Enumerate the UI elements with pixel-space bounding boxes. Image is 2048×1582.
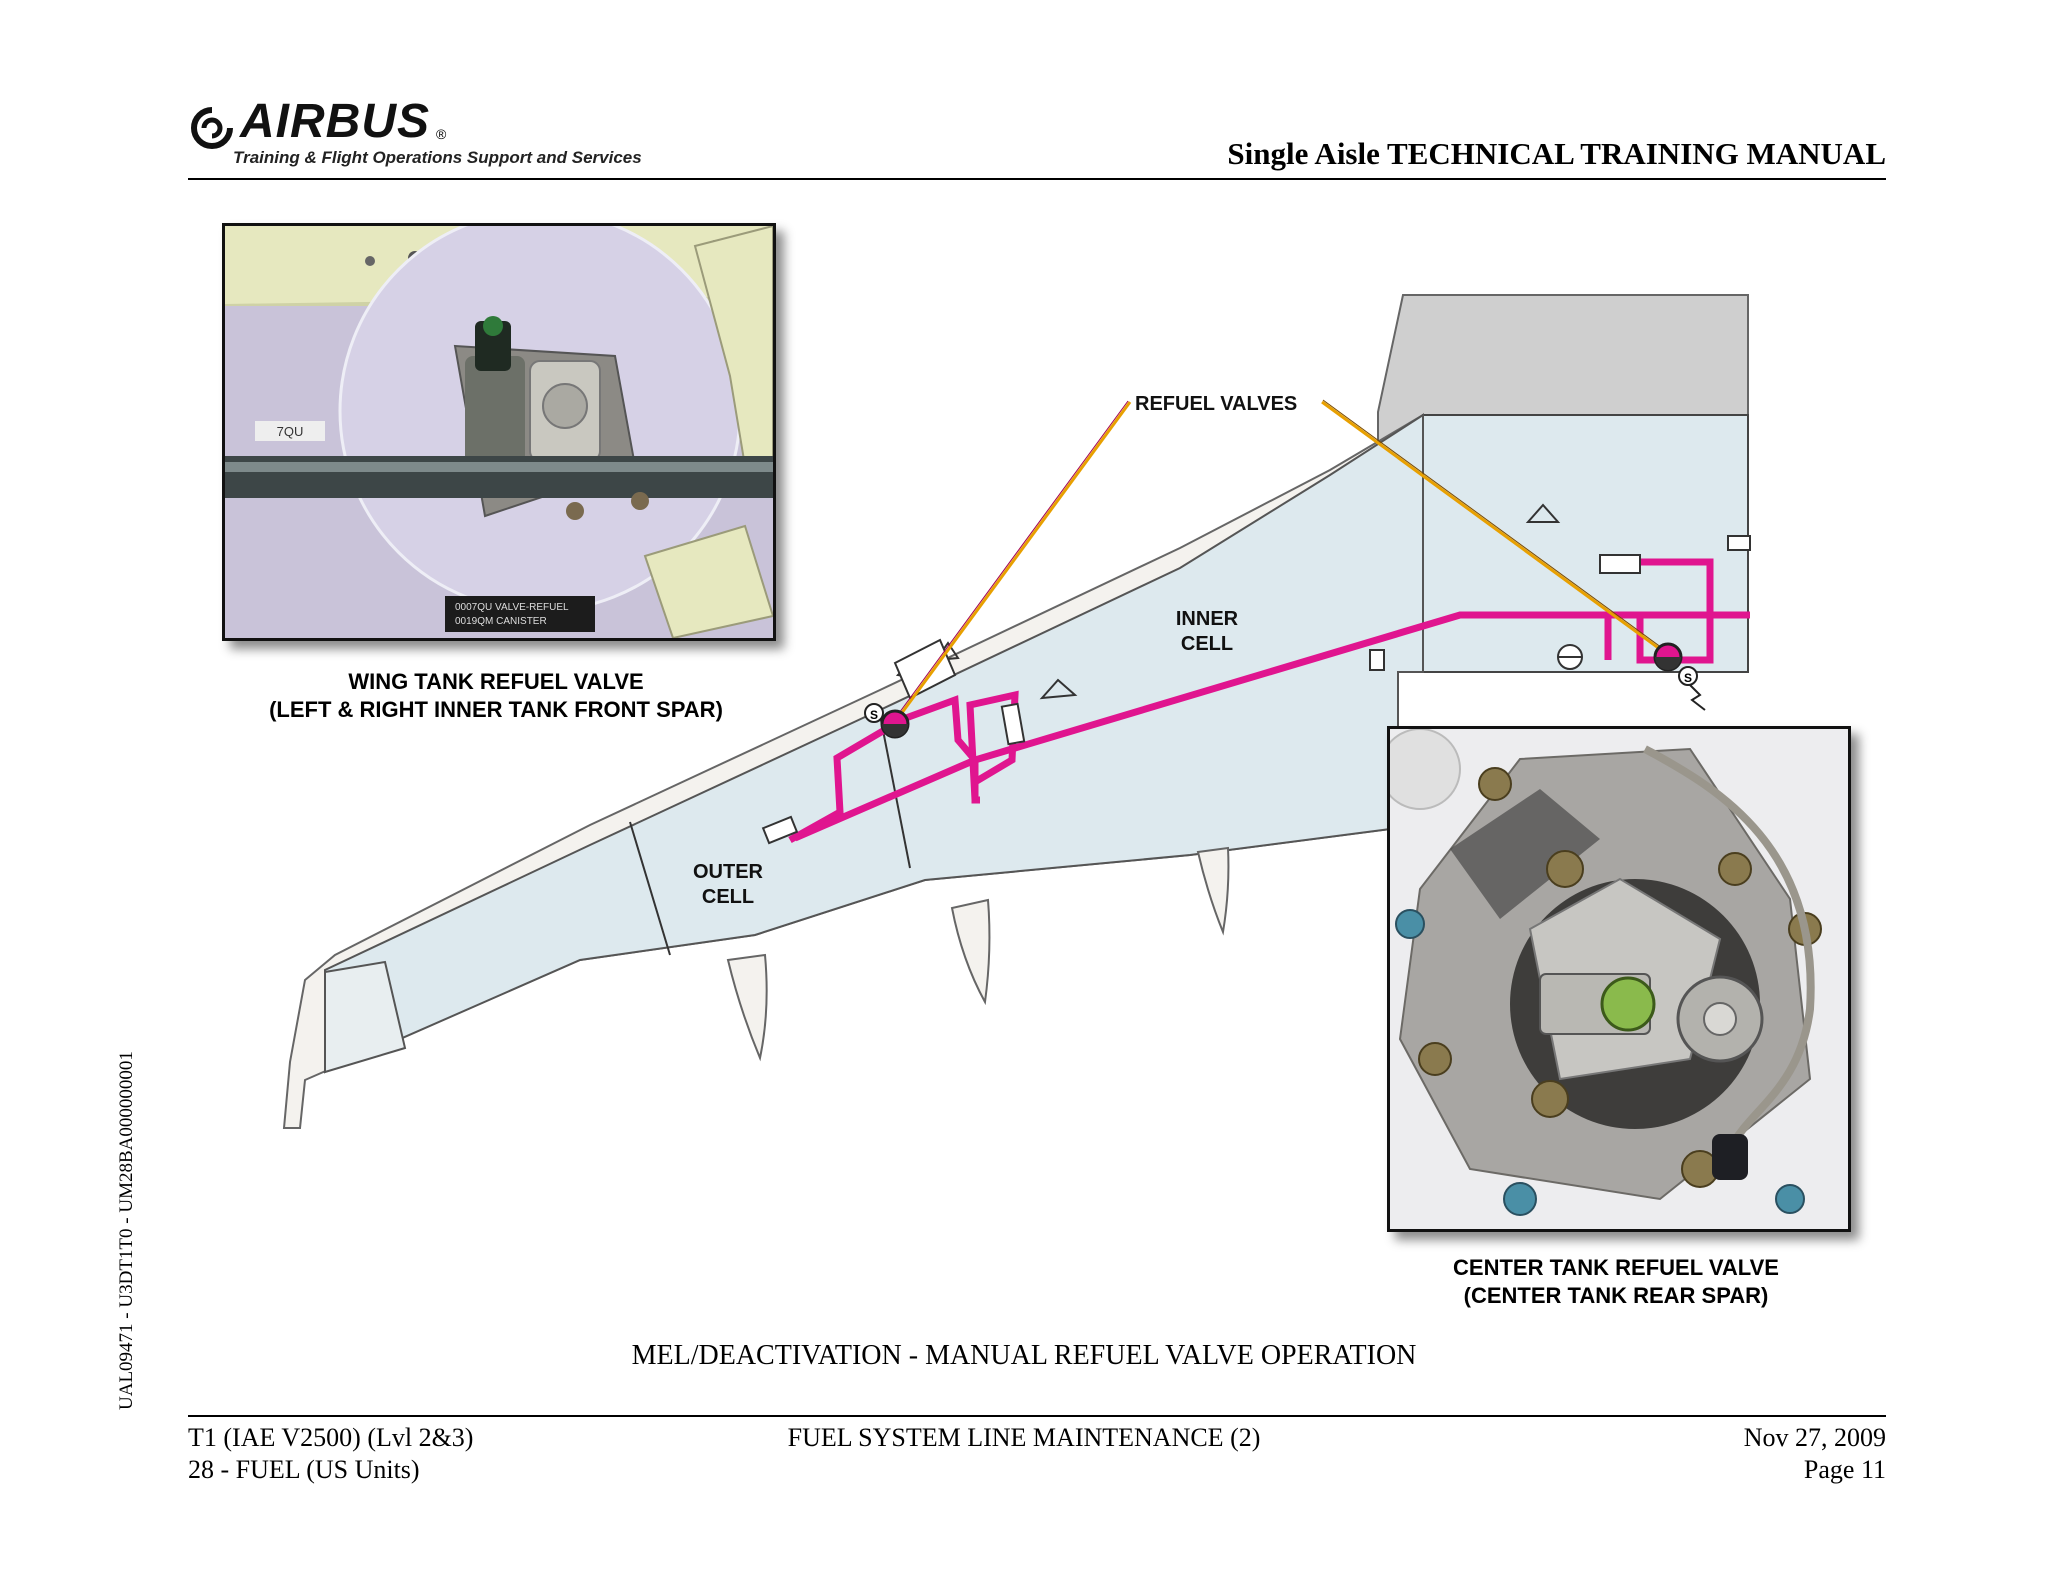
rib-line-outer xyxy=(629,821,671,956)
electrical-lead-center xyxy=(1689,684,1706,711)
outer-cell-label-2: CELL xyxy=(702,886,754,908)
wing-photo-placard-line1: 0007QU VALVE-REFUEL xyxy=(455,602,569,613)
solenoid-label-center: S xyxy=(1684,671,1692,685)
flap-fairing-2 xyxy=(950,898,991,1006)
wing-valve-photo-image: 7QU 0007QU VALVE-REFUEL 0019QM CANISTER xyxy=(225,226,773,638)
solenoid-label-wing: S xyxy=(870,708,878,722)
airbus-swirl-icon xyxy=(191,107,233,149)
logo-wordmark: AIRBUS xyxy=(240,95,431,148)
figure-caption: MEL/DEACTIVATION - MANUAL REFUEL VALVE O… xyxy=(631,1340,1417,1371)
solenoid-marker-center xyxy=(1678,666,1698,686)
inner-cell-label-2: CELL xyxy=(1181,633,1233,655)
wing-tank-valve-photo: 7QU 0007QU VALVE-REFUEL 0019QM CANISTER xyxy=(222,223,776,641)
footer-rule xyxy=(188,1415,1886,1417)
vent-triangle-1 xyxy=(1525,503,1561,523)
center-valve-caption: CENTER TANK REFUEL VALVE (CENTER TANK RE… xyxy=(1387,1254,1845,1310)
wing-tip-area xyxy=(324,960,407,1074)
center-tank-valve-photo xyxy=(1387,726,1851,1232)
component-outer xyxy=(761,815,799,845)
flap-fairing-3 xyxy=(1196,846,1230,936)
logo-tagline: Training & Flight Operations Support and… xyxy=(233,148,642,167)
wing-photo-placard-line2: 0019QM CANISTER xyxy=(455,616,547,627)
wing-photo-placard-small: 7QU xyxy=(277,424,304,439)
center-valve-caption-line1: CENTER TANK REFUEL VALVE xyxy=(1453,1255,1779,1280)
footer-right: Nov 27, 2009 Page 11 xyxy=(1744,1422,1886,1486)
footer-left: T1 (IAE V2500) (Lvl 2&3) 28 - FUEL (US U… xyxy=(188,1422,473,1486)
footer-section-title: FUEL SYSTEM LINE MAINTENANCE (2) xyxy=(787,1423,1261,1452)
wing-valve-caption-line2: (LEFT & RIGHT INNER TANK FRONT SPAR) xyxy=(269,697,723,722)
footer-chapter: 28 - FUEL (US Units) xyxy=(188,1455,420,1484)
leader-line-center xyxy=(1321,400,1669,657)
footer-date: Nov 27, 2009 xyxy=(1743,1423,1886,1452)
footer-page-number: Page 11 xyxy=(1803,1455,1886,1484)
fuel-line-wing-valve xyxy=(893,695,980,804)
inner-cell-label-1: INNER xyxy=(1176,608,1239,630)
wing-valve-caption: WING TANK REFUEL VALVE (LEFT & RIGHT INN… xyxy=(222,668,770,724)
center-valve-caption-line2: (CENTER TANK REAR SPAR) xyxy=(1463,1283,1769,1308)
leader-line-center-shadow xyxy=(1322,399,1670,654)
component-center-2 xyxy=(1727,535,1751,551)
registered-mark: ® xyxy=(436,126,447,142)
footer-center: FUEL SYSTEM LINE MAINTENANCE (2) xyxy=(0,1422,2048,1454)
header-rule xyxy=(188,178,1886,180)
wing-tank-area xyxy=(324,413,1424,1074)
airbus-logo: AIRBUS ® Training & Flight Operations Su… xyxy=(190,95,670,170)
outer-cell-label-1: OUTER xyxy=(693,861,764,883)
manual-title: Single Aisle TECHNICAL TRAINING MANUAL xyxy=(1227,136,1886,171)
fuel-line-center xyxy=(1636,558,1714,664)
leader-line-wing-shadow xyxy=(890,400,1129,725)
solenoid-marker-wing xyxy=(864,703,884,723)
footer-course: T1 (IAE V2500) (Lvl 2&3) xyxy=(188,1423,474,1452)
refuel-valves-label: REFUEL VALVES xyxy=(1135,393,1297,415)
access-panel xyxy=(893,638,957,700)
flap-fairing-1 xyxy=(726,953,768,1062)
vent-triangle-2 xyxy=(1039,678,1078,700)
component-inner xyxy=(1000,702,1026,746)
component-spar xyxy=(1369,649,1385,671)
component-center-1 xyxy=(1599,554,1641,574)
refuel-lines xyxy=(788,558,1750,844)
leader-line-wing xyxy=(891,401,1132,726)
center-tank-area xyxy=(1422,414,1749,673)
fuel-line-inner xyxy=(966,690,1019,801)
wing-valve-caption-line1: WING TANK REFUEL VALVE xyxy=(348,669,644,694)
center-valve-photo-image xyxy=(1390,729,1848,1229)
